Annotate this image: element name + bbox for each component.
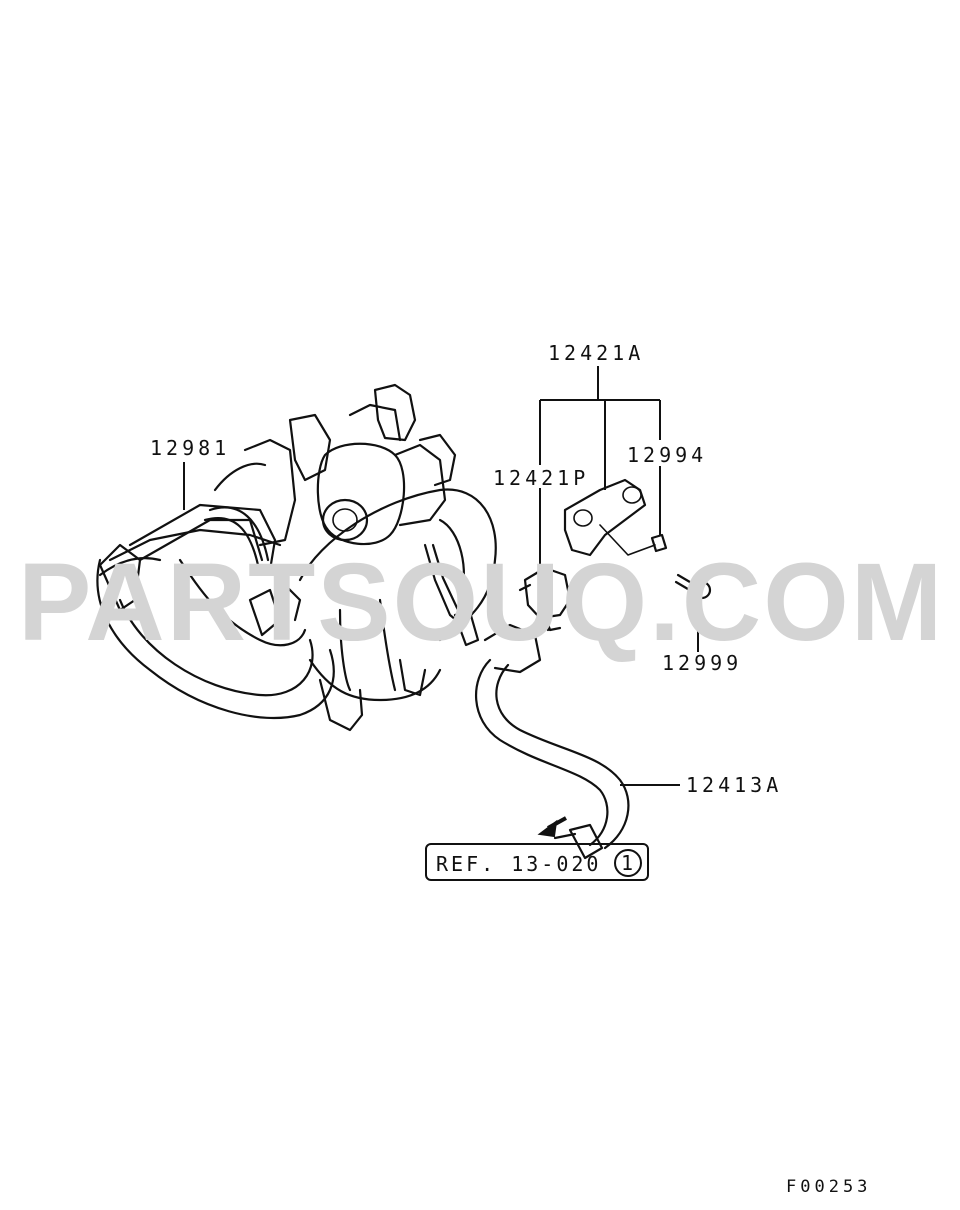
part-label-12994[interactable]: 12994 bbox=[627, 443, 707, 467]
solenoid-valve-drawing bbox=[518, 478, 668, 632]
reference-box[interactable]: REF. 13-020 1 bbox=[425, 843, 649, 881]
reference-text: REF. 13-020 bbox=[436, 852, 601, 876]
leader-lines bbox=[183, 366, 699, 786]
reference-circle bbox=[614, 849, 642, 877]
part-label-12999[interactable]: 12999 bbox=[662, 651, 742, 675]
watermark-text: PARTSOUQ.COM bbox=[18, 541, 944, 664]
bolt-drawing bbox=[674, 573, 712, 600]
reference-circle-number: 1 bbox=[621, 851, 633, 875]
part-label-12981[interactable]: 12981 bbox=[150, 436, 230, 460]
intake-manifold-drawing bbox=[96, 383, 497, 732]
figure-code: F00253 bbox=[786, 1177, 871, 1197]
part-label-12421p[interactable]: 12421P bbox=[493, 466, 589, 490]
vacuum-hose-drawing bbox=[423, 543, 630, 860]
reference-arrow-icon bbox=[537, 816, 567, 838]
part-label-12413a[interactable]: 12413A bbox=[686, 773, 782, 797]
part-label-12421a[interactable]: 12421A bbox=[548, 341, 644, 365]
